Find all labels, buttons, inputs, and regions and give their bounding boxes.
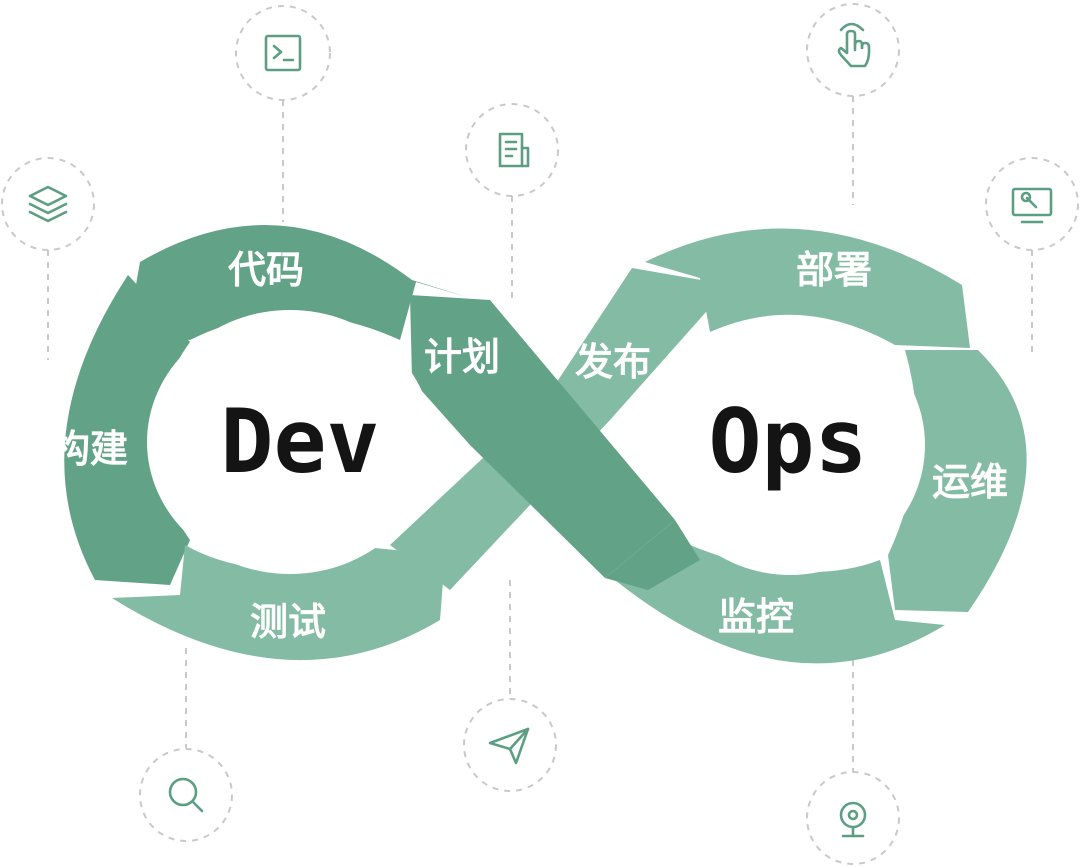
segment-operate [888, 350, 1027, 612]
label-test: 测试 [250, 600, 326, 644]
segment-plan [410, 295, 675, 578]
segment-deploy [645, 228, 970, 348]
label-plan: 计划 [424, 335, 500, 379]
ops-loop [605, 228, 1027, 664]
stage-labels: 代码 计划 构建 测试 发布 部署 运维 监控 [52, 248, 1008, 644]
segment-release-dark [605, 520, 700, 590]
monitor-wrench-icon [985, 157, 1079, 251]
label-release: 发布 [575, 340, 651, 384]
hand-pointer-icon [806, 3, 900, 97]
layers-icon [1, 157, 95, 251]
label-operate: 运维 [932, 460, 1008, 504]
label-build: 构建 [52, 427, 128, 471]
ops-word: Ops [709, 390, 868, 493]
dev-word: Dev [221, 390, 380, 493]
label-code: 代码 [228, 248, 304, 292]
ops-hole [655, 315, 925, 575]
segment-code [128, 225, 470, 340]
document-icon [465, 103, 559, 197]
dev-hole [147, 310, 433, 574]
segment-monitor [615, 545, 945, 664]
search-icon [139, 748, 233, 842]
send-icon [463, 698, 557, 792]
dev-loop [64, 225, 730, 661]
label-monitor: 监控 [718, 595, 794, 639]
terminal-icon [235, 5, 331, 101]
label-deploy: 部署 [796, 248, 872, 292]
webcam-icon [806, 771, 900, 865]
segment-test [112, 545, 445, 661]
connector-lines [47, 96, 1033, 772]
segment-build [64, 275, 190, 585]
